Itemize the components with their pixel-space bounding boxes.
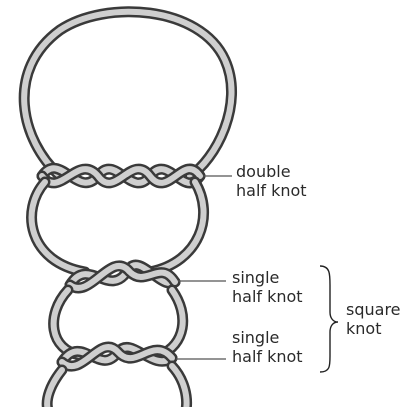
label-single-half-knot-top-line1: single: [232, 268, 303, 287]
label-single-half-knot-top-line2: half knot: [232, 287, 303, 306]
label-single-half-knot-bottom-line1: single: [232, 328, 303, 347]
label-double-half-knot-line2: half knot: [236, 181, 307, 200]
middle-loop: [32, 182, 204, 272]
single-half-knot-bottom-cord: [62, 347, 172, 366]
label-double-half-knot: double half knot: [236, 162, 307, 200]
top-loop: [24, 12, 231, 176]
label-square-knot: square knot: [346, 300, 401, 338]
label-double-half-knot-line1: double: [236, 162, 307, 181]
double-half-knot-cord: [42, 168, 200, 183]
label-single-half-knot-bottom-line2: half knot: [232, 347, 303, 366]
bottom-tails: [47, 366, 186, 407]
square-knot-brace: [320, 266, 338, 372]
label-single-half-knot-bottom: single half knot: [232, 328, 303, 366]
label-single-half-knot-top: single half knot: [232, 268, 303, 306]
